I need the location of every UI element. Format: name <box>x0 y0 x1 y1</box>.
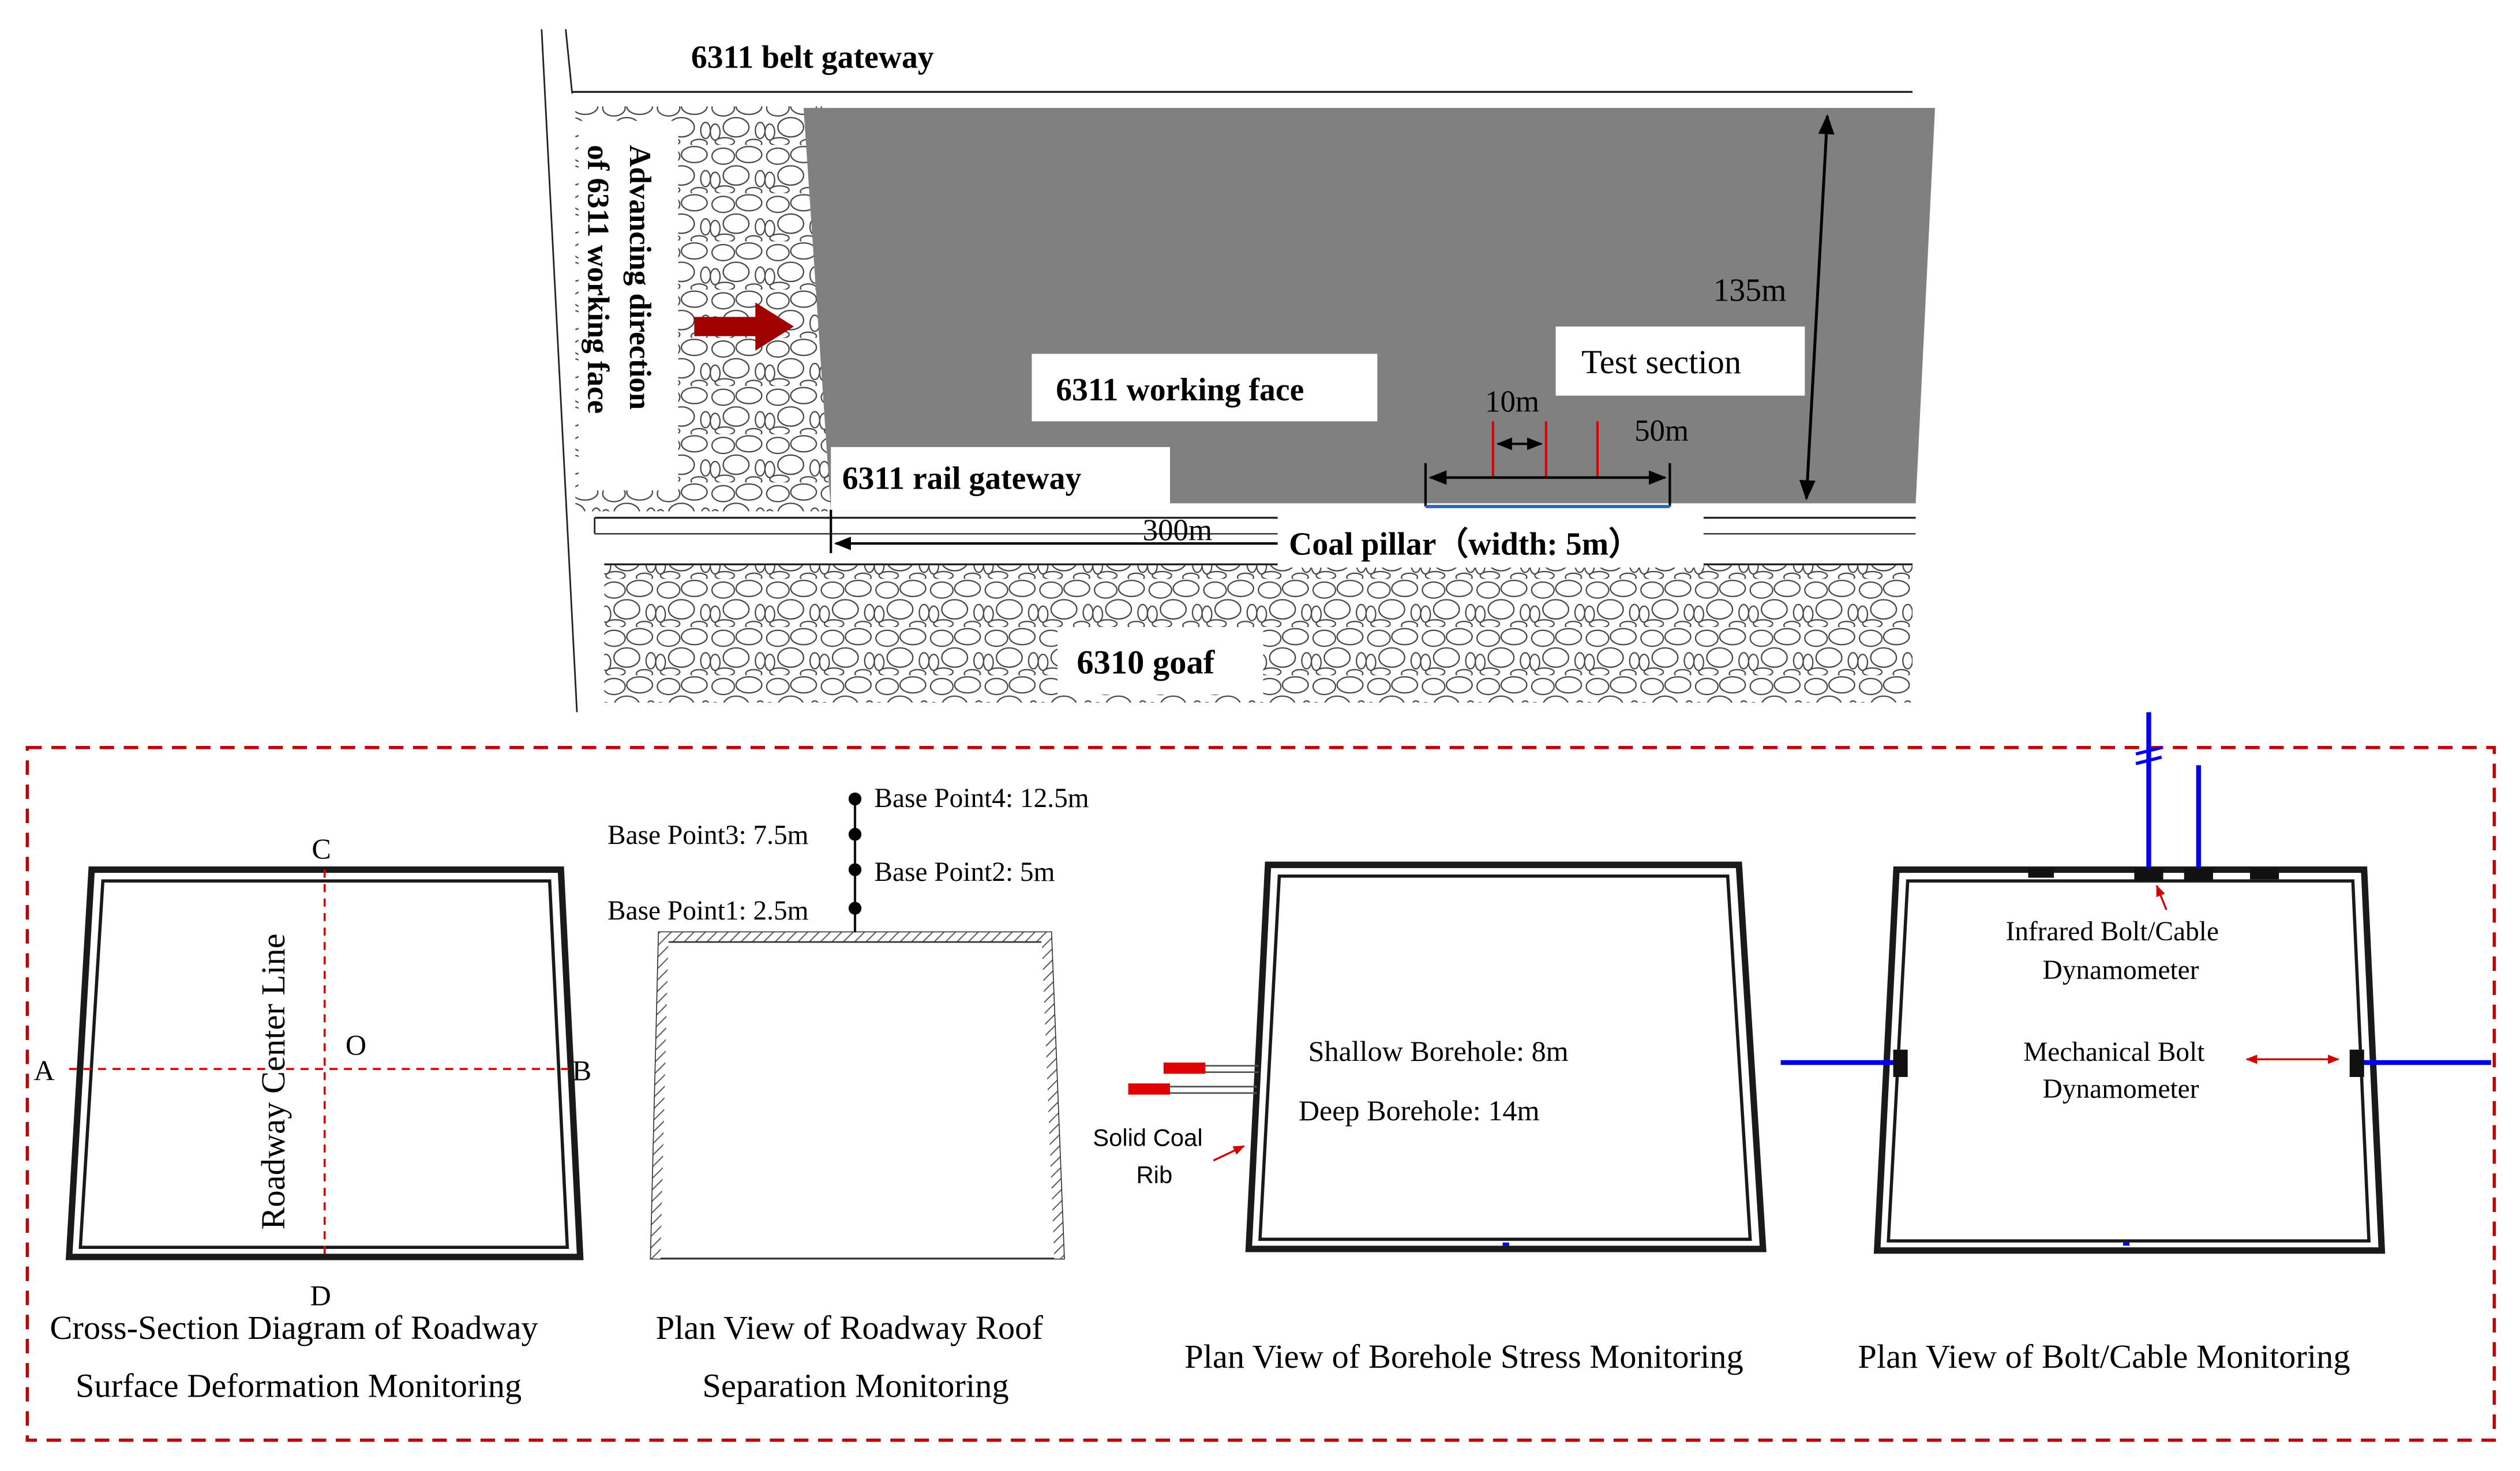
point-a-label: A <box>34 1055 55 1087</box>
monitoring-panels-frame <box>25 746 2496 1442</box>
anchor-cable-break-2 <box>2135 755 2162 765</box>
infrared-pointer-arrow <box>2155 884 2168 910</box>
base-point-3-label: Base Point3: 7.5m <box>608 820 809 850</box>
deep-borehole-sensor <box>1128 1083 1170 1095</box>
working-face-label: 6311 working face <box>1056 372 1304 408</box>
borehole-roadway-outer <box>1245 861 1767 1252</box>
coal-pillar-label-bg <box>1277 514 1704 568</box>
panel-roof-separation: Base Point4: 12.5m Base Point3: 7.5m Bas… <box>608 783 1089 1404</box>
panel1-caption-line1: Cross-Section Diagram of Roadway <box>50 1309 538 1346</box>
test-section-label: Test section <box>1581 343 1741 381</box>
roadway-cross-section-inner <box>78 879 569 1249</box>
base-point-3-marker <box>848 828 862 841</box>
dim-300-label: 300m <box>1143 514 1213 547</box>
base-point-1-marker <box>848 902 862 915</box>
shallow-borehole-sensor <box>1163 1062 1206 1074</box>
test-section-label-bg <box>1555 327 1805 396</box>
infrared-dynamometer-1 <box>2134 868 2163 881</box>
mechanical-dynamometer-label-line1: Mechanical Bolt <box>2023 1037 2204 1067</box>
base-point-2-label: Base Point2: 5m <box>874 857 1055 887</box>
panel2-caption-line1: Plan View of Roadway Roof <box>656 1309 1044 1346</box>
advancing-label-bg <box>578 121 678 491</box>
point-b-label: B <box>572 1055 591 1087</box>
shallow-borehole-label: Shallow Borehole: 8m <box>1308 1035 1569 1067</box>
dim-135-arrow <box>1799 114 1835 501</box>
base-point-2-marker <box>848 863 862 876</box>
solid-coal-rib-label-line1: Solid Coal <box>1093 1124 1202 1151</box>
plan-left-border-inner <box>565 29 573 94</box>
borehole-roadway-inner <box>1258 874 1752 1241</box>
roof-outline-outer <box>650 931 1065 1260</box>
panel2-caption-line2: Separation Monitoring <box>702 1367 1008 1404</box>
point-o-label: O <box>346 1029 366 1061</box>
roof-hatch-top <box>659 932 1051 942</box>
infrared-dynamometer-label-line1: Infrared Bolt/Cable <box>2006 917 2219 947</box>
plan-view: 6311 belt gateway Advancing direction of… <box>541 29 1935 712</box>
infrared-dynamometer-label-line2: Dynamometer <box>2043 955 2199 985</box>
belt-gateway-label: 6311 belt gateway <box>691 40 934 76</box>
deep-borehole-label: Deep Borehole: 14m <box>1299 1094 1540 1127</box>
solid-coal-rib-label-line2: Rib <box>1137 1161 1173 1188</box>
panel4-caption: Plan View of Bolt/Cable Monitoring <box>1858 1338 2350 1375</box>
roadway-center-line-label: Roadway Center Line <box>254 933 292 1229</box>
advancing-direction-arrow-icon <box>694 302 794 351</box>
base-point-1-label: Base Point1: 2.5m <box>608 896 809 926</box>
base-point-4-marker <box>848 792 862 806</box>
mechanical-dynamometer-right <box>2349 1049 2364 1077</box>
mechanical-dynamometer-left <box>1893 1049 1908 1077</box>
roof-bolt-plate-left <box>2028 868 2054 878</box>
panel1-caption-line2: Surface Deformation Monitoring <box>76 1367 522 1404</box>
dim-50-label: 50m <box>1634 414 1689 448</box>
working-face-label-bg <box>1032 354 1378 422</box>
infrared-dynamometer-2 <box>2184 868 2213 881</box>
panel-borehole-stress: Solid Coal Rib Shallow Borehole: 8m Deep… <box>1093 861 1767 1375</box>
goaf-label-bg <box>1058 626 1263 695</box>
advancing-direction-line1: Advancing direction <box>623 145 657 410</box>
point-d-label: D <box>310 1279 331 1312</box>
roof-bolt-plate-right <box>2250 868 2279 880</box>
panel-surface-deformation: C D A B O Roadway Center Line Cross-Sect… <box>34 832 592 1404</box>
advancing-direction-line2: of 6311 working face <box>582 145 615 414</box>
roof-hatch-right <box>1041 932 1064 1259</box>
panel-bolt-cable: Infrared Bolt/Cable Dynamometer Mechanic… <box>1502 712 2491 1375</box>
dim-10-label: 10m <box>1485 385 1539 419</box>
base-point-4-label: Base Point4: 12.5m <box>874 783 1089 813</box>
rail-gateway-label: 6311 rail gateway <box>842 460 1082 496</box>
roadway-cross-section-outer <box>65 866 584 1260</box>
rib-pointer-arrow <box>1213 1145 1245 1162</box>
anchor-cable-break-1 <box>2135 746 2162 756</box>
point-c-label: C <box>312 832 331 865</box>
rail-gateway-label-bg <box>831 446 1170 512</box>
plan-left-border-outer <box>541 29 578 712</box>
roof-hatch-left <box>651 932 669 1259</box>
coal-pillar-label: Coal pillar（width: 5m） <box>1289 526 1641 562</box>
panel3-caption: Plan View of Borehole Stress Monitoring <box>1184 1338 1743 1375</box>
mechanical-dynamometer-label-line2: Dynamometer <box>2043 1074 2199 1104</box>
goaf-label: 6310 goaf <box>1077 644 1215 681</box>
dim-135-label: 135m <box>1713 272 1787 308</box>
